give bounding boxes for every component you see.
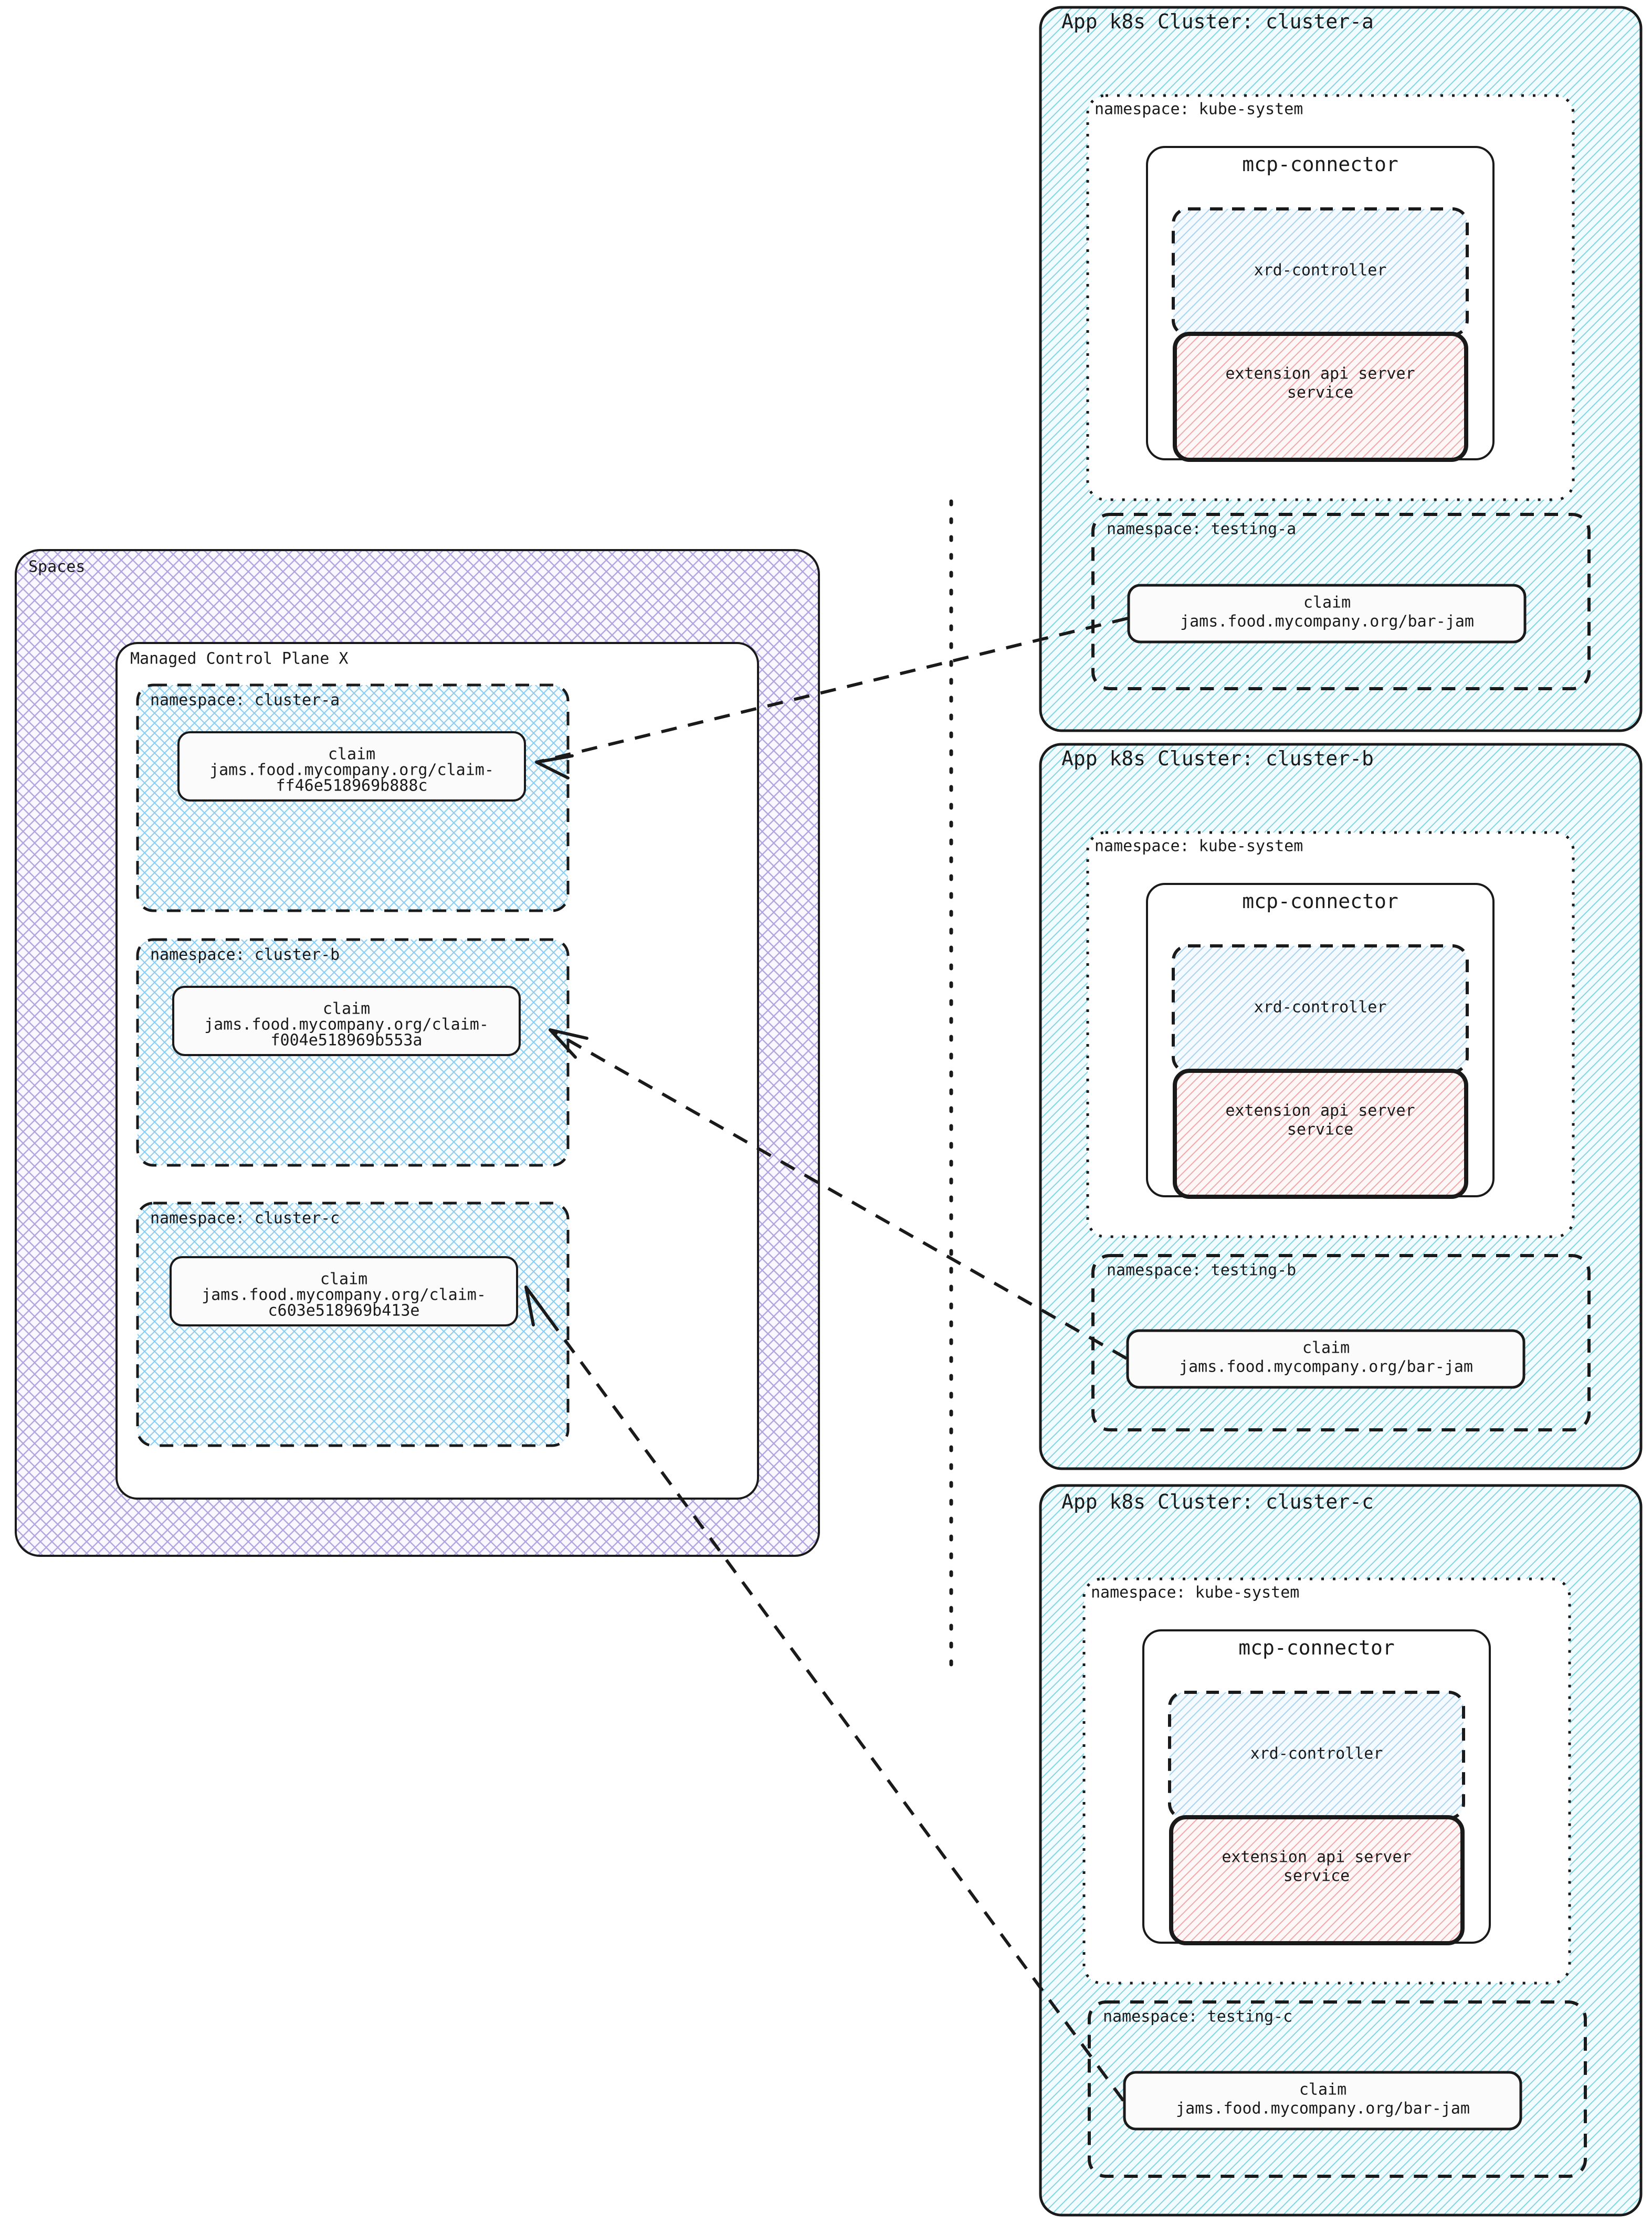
claim-box-testing-a[interactable]: claim jams.food.mycompany.org/bar-jam (1127, 584, 1527, 644)
namespace-label: namespace: kube-system (1091, 1584, 1299, 1602)
mcp-connector-b[interactable]: mcp-connector xrd-controller extension a… (1146, 883, 1495, 1199)
cluster-panel-a[interactable]: App k8s Cluster: cluster-a namespace: ku… (1039, 6, 1643, 732)
extension-api-server-service-a[interactable]: extension api server service (1173, 332, 1468, 462)
namespace-label: namespace: cluster-b (150, 946, 340, 964)
claim-kind: claim (328, 745, 375, 764)
xrd-controller-label: xrd-controller (1254, 998, 1387, 1017)
namespace-cluster-b[interactable]: namespace: cluster-b claim jams.food.myc… (136, 938, 570, 1167)
cluster-label: App k8s Cluster: cluster-b (1061, 747, 1374, 770)
connector-testing-a-to-cluster-a (535, 617, 1128, 779)
mcp-connector-label: mcp-connector (1238, 1636, 1394, 1659)
claim-ref-line2: c603e518969b413e (268, 1302, 420, 1320)
namespace-testing-c[interactable]: namespace: testing-c claim jams.food.myc… (1088, 2000, 1587, 2178)
mcp-connector-label: mcp-connector (1242, 890, 1398, 913)
managed-control-plane[interactable]: Managed Control Plane X namespace: clust… (115, 642, 759, 1500)
claim-box-cluster-b[interactable]: claim jams.food.mycompany.org/claim- f00… (172, 986, 521, 1056)
claim-box-cluster-c[interactable]: claim jams.food.mycompany.org/claim- c60… (170, 1256, 518, 1326)
extension-api-line1: extension api server (1225, 365, 1415, 383)
claim-ref-line2: ff46e518969b888c (276, 777, 428, 795)
cluster-panel-b[interactable]: App k8s Cluster: cluster-b namespace: ku… (1039, 743, 1643, 1470)
extension-api-line2: service (1287, 1121, 1353, 1139)
extension-api-line1: extension api server (1222, 1848, 1411, 1867)
namespace-label: namespace: cluster-c (150, 1209, 340, 1228)
claim-kind: claim (1299, 2081, 1346, 2099)
mcp-connector-a[interactable]: mcp-connector xrd-controller extension a… (1146, 146, 1495, 462)
claim-ref: jams.food.mycompany.org/bar-jam (1180, 613, 1474, 631)
extension-api-line1: extension api server (1225, 1102, 1415, 1120)
claim-ref-line1: jams.food.mycompany.org/claim- (202, 1286, 486, 1304)
connector-testing-b-to-cluster-b (549, 1028, 1128, 1360)
mcp-connector-c[interactable]: mcp-connector xrd-controller extension a… (1142, 1629, 1491, 1945)
namespace-testing-a[interactable]: namespace: testing-a claim jams.food.myc… (1091, 513, 1591, 690)
claim-ref-line1: jams.food.mycompany.org/claim- (204, 1016, 489, 1034)
mcp-connector-label: mcp-connector (1242, 153, 1398, 176)
namespace-testing-b[interactable]: namespace: testing-b claim jams.food.myc… (1091, 1254, 1591, 1431)
spaces-panel[interactable]: Spaces Managed Control Plane X namespace… (15, 549, 820, 1557)
claim-kind: claim (320, 1270, 367, 1289)
xrd-controller-b[interactable]: xrd-controller (1172, 944, 1469, 1073)
claim-ref-line2: f004e518969b553a (271, 1031, 423, 1050)
extension-api-server-service-c[interactable]: extension api server service (1169, 1815, 1465, 1945)
claim-kind: claim (1303, 594, 1351, 612)
xrd-controller-label: xrd-controller (1254, 261, 1387, 280)
claim-ref: jams.food.mycompany.org/bar-jam (1176, 2100, 1470, 2118)
claim-ref-line1: jams.food.mycompany.org/claim- (209, 761, 494, 779)
claim-kind: claim (323, 1000, 370, 1018)
connector-testing-c-to-cluster-c (524, 1285, 1125, 2102)
claim-box-testing-c[interactable]: claim jams.food.mycompany.org/bar-jam (1123, 2071, 1522, 2131)
namespace-label: namespace: cluster-a (150, 691, 340, 710)
claim-ref: jams.food.mycompany.org/bar-jam (1179, 1358, 1473, 1376)
extension-api-line2: service (1283, 1867, 1350, 1885)
spaces-label: Spaces (28, 558, 85, 576)
namespace-label: namespace: kube-system (1095, 837, 1303, 856)
namespace-label: namespace: kube-system (1095, 100, 1303, 119)
namespace-label: namespace: testing-b (1107, 1261, 1296, 1280)
claim-box-testing-b[interactable]: claim jams.food.mycompany.org/bar-jam (1126, 1329, 1525, 1389)
claim-kind: claim (1302, 1339, 1350, 1357)
namespace-kube-system-b[interactable]: namespace: kube-system mcp-connector xrd… (1086, 831, 1575, 1238)
xrd-controller-a[interactable]: xrd-controller (1172, 207, 1469, 336)
extension-api-server-service-b[interactable]: extension api server service (1173, 1069, 1468, 1199)
namespace-kube-system-a[interactable]: namespace: kube-system mcp-connector xrd… (1086, 94, 1575, 501)
cluster-label: App k8s Cluster: cluster-c (1061, 1490, 1374, 1513)
namespace-cluster-c[interactable]: namespace: cluster-c claim jams.food.myc… (136, 1202, 570, 1447)
namespace-cluster-a[interactable]: namespace: cluster-a claim jams.food.myc… (136, 683, 570, 912)
namespace-label: namespace: testing-a (1107, 520, 1296, 539)
cluster-label: App k8s Cluster: cluster-a (1061, 10, 1374, 33)
cluster-panel-c[interactable]: App k8s Cluster: cluster-c namespace: ku… (1039, 1484, 1643, 2217)
xrd-controller-c[interactable]: xrd-controller (1168, 1691, 1465, 1820)
namespace-label: namespace: testing-c (1103, 2008, 1292, 2026)
claim-box-cluster-a[interactable]: claim jams.food.mycompany.org/claim- ff4… (177, 731, 526, 802)
namespace-kube-system-c[interactable]: namespace: kube-system mcp-connector xrd… (1082, 1577, 1571, 1985)
control-plane-label: Managed Control Plane X (130, 650, 348, 668)
xrd-controller-label: xrd-controller (1250, 1745, 1383, 1763)
extension-api-line2: service (1287, 384, 1353, 402)
